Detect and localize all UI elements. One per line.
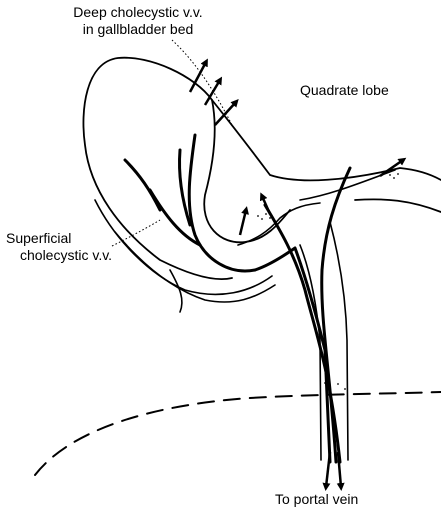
deep-cholecystic-label-line-2: in gallbladder bed: [60, 21, 216, 38]
stipple-dot: [337, 383, 339, 385]
leader-superficial-cholecystic: [112, 220, 160, 246]
portal-vein-label: To portal vein: [275, 491, 358, 508]
quadrate-lobe-label: Quadrate lobe: [300, 82, 389, 99]
duodenum-outline: [170, 270, 182, 312]
stipple-dot: [393, 177, 395, 179]
superficial-vein-branch-1: [150, 190, 200, 245]
stipple-dot: [329, 387, 331, 389]
stipple-dot: [324, 382, 326, 384]
hilum-arrow-2: [262, 196, 270, 214]
superficial-vein-branch-2: [125, 160, 160, 210]
liver-edge-upper: [212, 100, 441, 180]
stipple-dot: [397, 173, 399, 175]
superficial-cholecystic-label-line-2: cholecystic v.v.: [6, 247, 112, 264]
superficial-vein-main: [189, 135, 255, 271]
deep-vein-arrow-1: [190, 62, 206, 92]
stipple-dot: [265, 213, 267, 215]
stipple-dot: [261, 218, 263, 220]
liver-edge-right: [355, 199, 441, 212]
stipple-dot: [389, 174, 391, 176]
common-duct-left: [300, 245, 321, 460]
stipple-dot: [269, 217, 271, 219]
deep-cholecystic-label: Deep cholecystic v.v. in gallbladder bed: [60, 4, 216, 38]
superficial-cholecystic-label: Superficial cholecystic v.v.: [6, 230, 112, 264]
dashed-boundary: [35, 392, 441, 475]
portal-arrow-1: [326, 452, 330, 487]
stipple-dot: [344, 388, 346, 390]
hilum-arrow-1: [240, 210, 246, 235]
stipple-dot: [257, 215, 259, 217]
superficial-cholecystic-label-line-1: Superficial: [6, 230, 112, 247]
deep-cholecystic-label-line-1: Deep cholecystic v.v.: [60, 4, 216, 21]
leader-deep-cholecystic: [172, 40, 232, 125]
